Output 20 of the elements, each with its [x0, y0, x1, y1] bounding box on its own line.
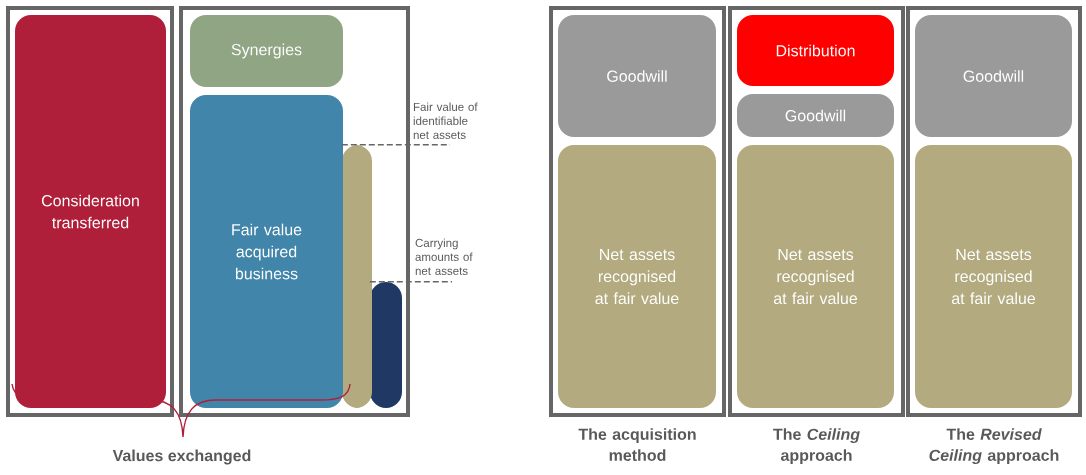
panel-frame [179, 6, 410, 417]
panel-caption: The acquisition method [578, 428, 696, 461]
value-box: Goodwill [737, 94, 894, 137]
note-text: Fair value of identifiable net assets [413, 102, 478, 139]
value-box: Net assets recognised at fair value [558, 145, 716, 408]
leader-line [369, 281, 453, 283]
value-box: Goodwill [915, 15, 1072, 137]
value-box: Synergies [190, 15, 343, 87]
panel-caption: The Revised Ceiling approach [929, 428, 1059, 465]
value-box: Fair value acquired business [190, 95, 343, 408]
value-bar [370, 282, 402, 408]
note-text: Carrying amounts of net assets [415, 238, 473, 275]
group-caption: Values exchanged [112, 449, 251, 465]
value-box: Net assets recognised at fair value [915, 145, 1072, 408]
value-box: Consideration transferred [15, 15, 166, 408]
value-box: Goodwill [558, 15, 716, 137]
value-bar [342, 145, 372, 408]
value-box: Net assets recognised at fair value [737, 145, 894, 408]
panel-caption: The Ceiling approach [773, 428, 860, 465]
value-box: Distribution [737, 15, 894, 86]
